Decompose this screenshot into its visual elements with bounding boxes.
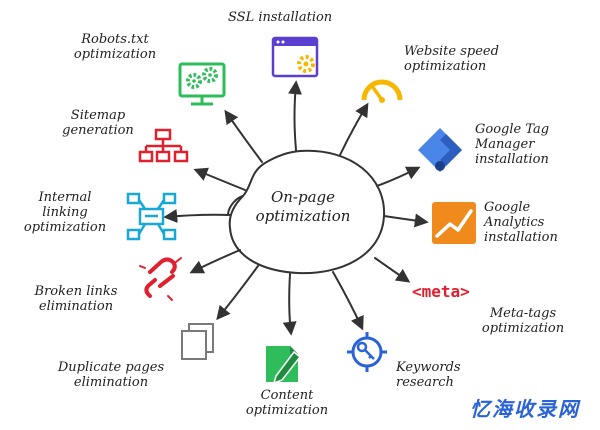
internal-linking-label: Internal linking optimization xyxy=(23,190,107,235)
ssl-label: SSL installation xyxy=(228,10,333,25)
arrow-meta-tags xyxy=(374,257,411,283)
robots-label: Robots.txt optimization xyxy=(73,32,157,62)
duplicates-label: Duplicate pages elimination xyxy=(57,360,165,390)
arrow-broken-links xyxy=(189,249,241,274)
monitor-gears-icon xyxy=(178,62,226,106)
document-pen-icon xyxy=(266,346,302,385)
meta-tag-icon: <meta> xyxy=(412,282,470,301)
linked-nodes-icon xyxy=(126,192,177,241)
sitemap-label: Sitemap generation xyxy=(62,108,134,138)
broken-link-icon xyxy=(139,257,182,301)
gtm-label: Google Tag Manager installation xyxy=(475,122,550,167)
center-loop xyxy=(227,149,386,275)
arrow-ssl xyxy=(288,80,303,151)
duplicate-pages-icon xyxy=(181,323,214,360)
arrow-robots xyxy=(224,109,263,163)
meta-tags-label: Meta-tags optimization xyxy=(481,306,565,336)
target-key-icon xyxy=(347,332,387,372)
watermark-text: 忆海收录网 xyxy=(470,397,580,421)
arrow-internal-linking xyxy=(163,209,231,223)
google-tag-manager-icon xyxy=(418,128,462,172)
content-label: Content optimization xyxy=(245,388,329,418)
analytics-label: Google Analytics installation xyxy=(484,200,558,245)
broken-links-label: Broken links elimination xyxy=(34,284,118,314)
speed-label: Website speed optimization xyxy=(404,44,499,74)
keywords-label: Keywords research xyxy=(396,360,461,390)
browser-gear-icon xyxy=(271,36,319,78)
google-analytics-icon xyxy=(432,202,476,244)
arrow-gtm xyxy=(376,166,421,187)
connector-arrows xyxy=(163,80,429,336)
arrow-content xyxy=(282,273,297,336)
speedometer-icon xyxy=(361,79,403,103)
arrow-keywords xyxy=(332,271,364,331)
arrow-analytics xyxy=(383,213,429,228)
arrow-sitemap xyxy=(193,167,246,191)
sitemap-tree-icon xyxy=(138,128,189,163)
arrow-speed xyxy=(339,102,369,156)
center-label: On-page optimization xyxy=(255,188,351,225)
arrow-duplicates xyxy=(216,265,259,321)
